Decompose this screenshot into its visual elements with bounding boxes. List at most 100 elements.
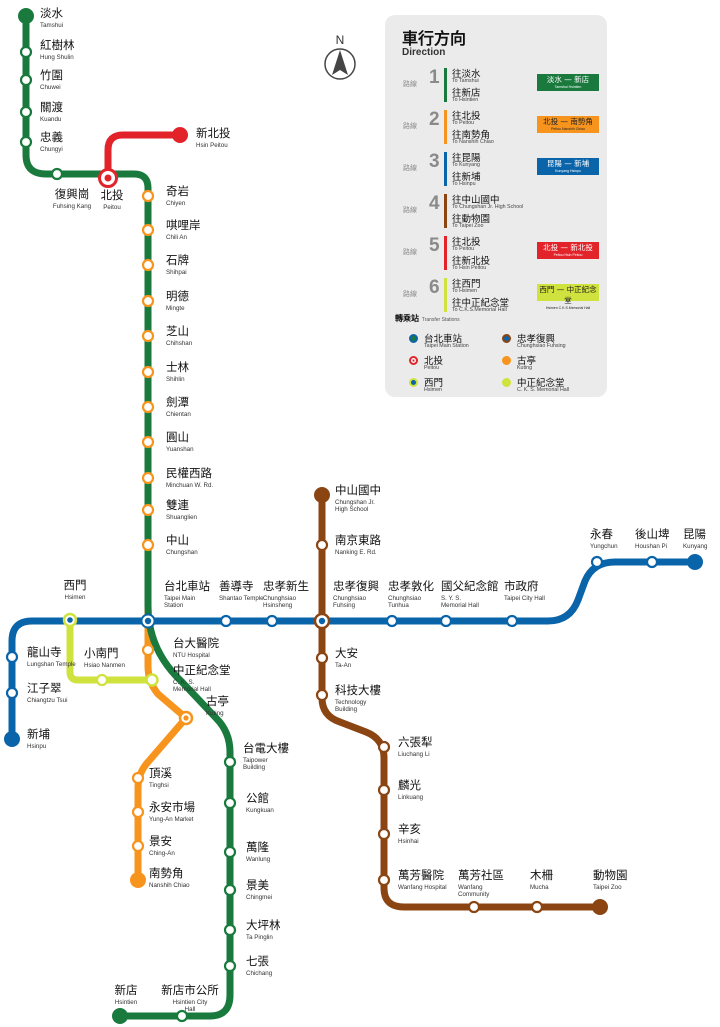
station-name-zh: 大安 (335, 646, 358, 660)
station-marker (141, 365, 155, 379)
station-name-zh: 竹圍 (40, 68, 63, 82)
station-name-zh: 新店市公所 (161, 983, 219, 997)
route-dest2-en: To C.K.S.Memorial Hall (452, 307, 507, 313)
transfer-name-zh: 西門 (424, 378, 444, 389)
route-sign-en: Peitou Hsin Peitou (553, 253, 583, 257)
station-name-zh: 江子翠 (27, 681, 62, 695)
transfer-name-en: Hsimen (424, 387, 442, 393)
station-name-en: Houshan Pi (635, 543, 667, 550)
station-name-en: Taipower (243, 757, 268, 764)
station-chungyi (19, 135, 33, 149)
station-name-en: Kungkuan (246, 807, 274, 814)
terminal-marker (18, 8, 34, 24)
station-mucha (530, 900, 544, 914)
route-dest1: 往中山國中 (452, 195, 500, 206)
station-marker (175, 1009, 189, 1023)
route-sign-zh: 西門 — 中正紀念堂 (539, 285, 597, 305)
station-marker (385, 614, 399, 628)
route-color-bar (444, 152, 447, 186)
transfer-name-zh: 台北車站 (424, 334, 463, 345)
route-dest1-en: To Tamshui (452, 78, 479, 84)
station-hsiao-nanmen (95, 673, 109, 687)
station-name-zh: 動物園 (593, 868, 628, 882)
station-name-en: Chihshan (166, 340, 193, 347)
station-name-zh: 景安 (149, 834, 172, 848)
transfer-name-zh: 忠孝復興 (517, 334, 556, 345)
station-name-en: Shantao Temple (219, 595, 264, 602)
station-name-zh: 木柵 (530, 868, 553, 882)
transfer-name-en: Taipei Main Station (424, 343, 469, 349)
route-sign-zh: 昆陽 — 新埔 (546, 159, 590, 168)
station-name-en: Chungshan (166, 549, 198, 556)
station-name-zh: 麟光 (398, 778, 421, 792)
transfer-name-zh: 北投 (424, 356, 444, 367)
station-name-en: Linkuang (398, 794, 424, 801)
station-name-en: Liuchang Li (398, 751, 430, 758)
station-ntu-hospital (141, 643, 155, 657)
route-dest2: 往中正紀念堂 (452, 298, 510, 309)
station-name-en: Chunghsiao (333, 595, 367, 602)
station-marker (19, 73, 33, 87)
route-sign-en: Tamshui Hsintien (554, 85, 582, 89)
station-name-en: Nanking E. Rd. (335, 549, 377, 556)
station-wanfang-community (467, 900, 481, 914)
station-name-en: Chingmei (246, 894, 272, 901)
station-kuandu (19, 105, 33, 119)
station-marker (315, 651, 329, 665)
station-name-en: Yung-An Market (149, 816, 194, 823)
station-name-zh: 淡水 (40, 6, 63, 20)
station-name-zh: 科技大樓 (335, 683, 381, 697)
legend-subtitle: Direction (402, 47, 446, 58)
station-name-zh: 公館 (246, 791, 269, 805)
station-marker (131, 805, 145, 819)
station-name-en: Chili An (166, 234, 188, 241)
station-name-en: Kunyang (683, 543, 708, 550)
station-name-en: Ching-An (149, 850, 175, 857)
station-name-zh: 古亭 (206, 694, 229, 708)
station-name-zh: 圓山 (166, 430, 189, 444)
station-name-en: Shihpai (166, 269, 187, 276)
station-name-zh: 台電大樓 (243, 741, 289, 755)
station-chiyen (141, 189, 155, 203)
station-marker (505, 614, 519, 628)
route-prefix: 路線 (403, 122, 417, 130)
station-marker (645, 555, 659, 569)
station-taipei-city-hall (505, 614, 519, 628)
station-yuanshan (141, 435, 155, 449)
station-ta-pinglin (223, 923, 237, 937)
station-chunghsiao-fuhsing (313, 612, 331, 630)
station-name-en: Ta-An (335, 662, 352, 669)
station-name-zh: 大坪林 (246, 918, 281, 932)
station-name-zh: 中正紀念堂 (173, 663, 231, 677)
route-dest1: 往淡水 (452, 69, 481, 80)
terminal-marker (592, 899, 608, 915)
station-name-en: Fuhsing Kang (53, 203, 92, 210)
station-name-zh: 市政府 (504, 579, 539, 593)
station-name-zh: 後山埤 (635, 527, 670, 541)
station-name-zh: 新埔 (27, 727, 50, 741)
station-marker (50, 167, 64, 181)
station-name-zh: 忠孝新生 (263, 579, 309, 593)
station-name-en: Yungchun (590, 543, 618, 550)
station-name-zh: 忠義 (40, 130, 63, 144)
transfer-dot-icon (409, 334, 418, 343)
station-name-en: Building (335, 706, 358, 713)
station-shuanglien (141, 503, 155, 517)
compass-needle-icon (332, 50, 348, 75)
north-compass: N (324, 33, 356, 80)
route-dest2-en: To Taipei Zoo (452, 223, 484, 229)
route-number: 2 (429, 109, 440, 130)
station-kuting (178, 710, 194, 726)
station-name-en: Hsinpu (27, 743, 47, 750)
station-chingmei (223, 883, 237, 897)
station-name-zh: 奇岩 (166, 184, 189, 198)
line-lime (66, 616, 156, 684)
transfer-name-en: Kuting (517, 365, 533, 371)
station-marker (377, 740, 391, 754)
station-name-en: NTU Hospital (173, 652, 210, 659)
